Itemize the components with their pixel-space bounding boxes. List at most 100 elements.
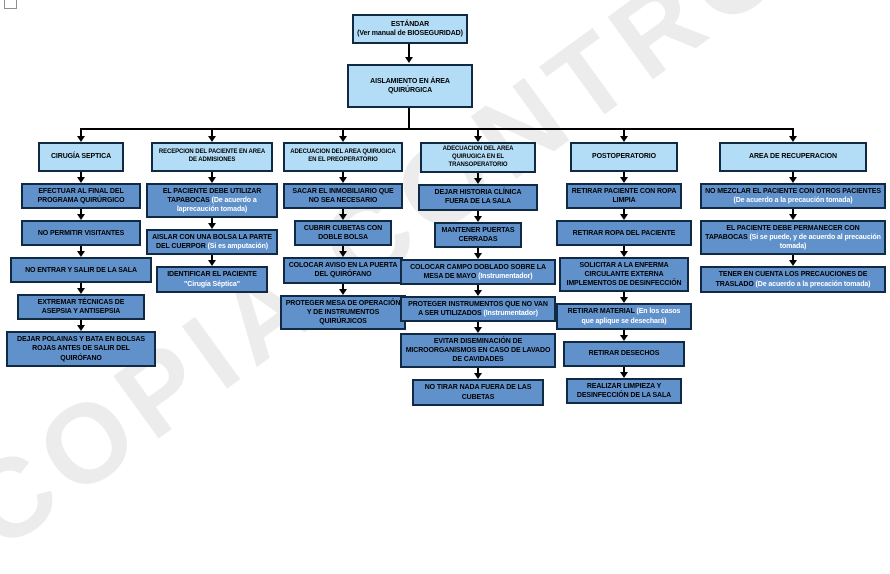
branch-arrowhead-5 (620, 136, 628, 142)
box-title: EL PACIENTE DEBE PERMANECER CON TAPABOCA… (705, 225, 860, 242)
flow-box: DEJAR HISTORIA CLÍNICA FUERA DE LA SALA (417, 184, 539, 211)
flow-box: COLOCAR CAMPO DOBLADO SOBRE LA MESA DE M… (400, 258, 556, 285)
branch-arrowhead-1 (77, 136, 85, 142)
box-note: "Cirugía Séptica" (184, 280, 240, 288)
box-title: NO MEZCLAR EL PACIENTE CON OTROS PACIENT… (705, 188, 881, 195)
flow-box: EL PACIENTE DEBE UTILIZAR TAPABOCAS (De … (146, 183, 278, 219)
arrow-down-icon (556, 209, 692, 221)
flow-box: RETIRAR MATERIAL (En los casos que apliq… (556, 303, 692, 330)
arrow-down-icon (400, 322, 556, 334)
arrow-down-icon (146, 218, 278, 230)
branch-line-6 (792, 128, 794, 137)
column-header: ADECUACION DEL AREA QUIRUGICA EN EL PREO… (283, 142, 403, 172)
branch-arrowhead-3 (339, 136, 347, 142)
arrow-down-icon (6, 172, 156, 183)
box-note: (Instrumentador) (483, 310, 538, 318)
column-preoperatorio: ADECUACION DEL AREA QUIRUGICA EN EL PREO… (280, 142, 406, 330)
box-title: RETIRAR DESECHOS (588, 350, 660, 358)
box-note: (De acuerdo a laprecaución tomada) (176, 197, 257, 214)
box-title: RETIRAR MATERIAL (567, 308, 635, 316)
branch-line-4 (477, 128, 479, 137)
flow-box: CUBRIR CUBETAS CON DOBLE BOLSA (294, 220, 392, 247)
node-estandar-title: ESTÁNDAR (390, 20, 430, 28)
flow-box: COLOCAR AVISO EN LA PUERTA DEL QUIRÓFANO (283, 257, 403, 284)
arrow-down-icon (400, 173, 556, 185)
arrow-down-icon (700, 255, 886, 267)
node-aislamiento-title: AISLAMIENTO EN ÁREA QUIRÚRGICA (370, 77, 450, 94)
branch-arrowhead-4 (474, 136, 482, 142)
box-title: COLOCAR CAMPO DOBLADO SOBRE LA MESA DE M… (410, 263, 546, 280)
connector-root-arrowhead (405, 57, 413, 63)
arrow-down-icon (556, 246, 692, 258)
column-transoperatorio: ADECUACION DEL AREA QUIRUGICA EN EL TRAN… (400, 142, 556, 406)
box-title: DEJAR HISTORIA CLÍNICA FUERA DE LA SALA (434, 189, 522, 206)
flow-box: TENER EN CUENTA LOS PRECAUCIONES DE TRAS… (700, 266, 886, 293)
box-title: SOLICITAR A LA ENFERMA CIRCULANTE EXTERN… (566, 262, 682, 288)
arrow-down-icon (700, 172, 886, 183)
box-note: (Si se puede, y de acuerdo al precaución… (749, 234, 881, 251)
flow-box: EVITAR DISEMINACIÓN DE MICROORGANISMOS E… (400, 333, 556, 369)
box-title: COLOCAR AVISO EN LA PUERTA DEL QUIRÓFANO (288, 262, 398, 279)
node-aislamiento: AISLAMIENTO EN ÁREA QUIRÚRGICA (347, 64, 473, 108)
box-title: NO TIRAR NADA FUERA DE LAS CUBETAS (424, 384, 532, 401)
arrow-down-icon (556, 329, 692, 341)
box-note: (En los casos que aplique se desechará) (581, 308, 681, 325)
box-title: MANTENER PUERTAS CERRADAS (441, 226, 515, 243)
connector-trunk (408, 108, 410, 130)
arrow-down-icon (556, 366, 692, 378)
flow-box: DEJAR POLAINAS Y BATA EN BOLSAS ROJAS AN… (6, 331, 156, 367)
flow-box: NO TIRAR NADA FUERA DE LAS CUBETAS (411, 379, 545, 406)
arrow-down-icon (400, 284, 556, 296)
box-title: SACAR EL INMOBILIARIO QUE NO SEA NECESAR… (292, 188, 394, 205)
flow-box: RETIRAR DESECHOS (562, 340, 686, 367)
arrow-down-icon (146, 255, 278, 267)
arrow-down-icon (400, 210, 556, 222)
box-title: TENER EN CUENTA LOS PRECAUCIONES DE TRAS… (715, 271, 868, 288)
column-header: POSTOPERATORIO (569, 142, 679, 172)
flow-box: AISLAR CON UNA BOLSA LA PARTE DEL CUERPO… (146, 229, 278, 256)
column-postoperatorio: POSTOPERATORIO RETIRAR PACIENTE CON ROPA… (556, 142, 692, 404)
arrow-down-icon (700, 209, 886, 221)
arrow-down-icon (280, 246, 406, 258)
box-title: NO ENTRAR Y SALIR DE LA SALA (25, 266, 137, 274)
arrow-down-icon (146, 172, 278, 183)
connector-root-line (408, 44, 410, 57)
flow-box: EL PACIENTE DEBE PERMANECER CON TAPABOCA… (700, 220, 886, 256)
column-area-recuperacion: AREA DE RECUPERACION NO MEZCLAR EL PACIE… (700, 142, 886, 293)
node-estandar: ESTÁNDAR (Ver manual de BIOSEGURIDAD) (352, 14, 468, 44)
flow-box: NO ENTRAR Y SALIR DE LA SALA (9, 257, 153, 284)
flow-box: PROTEGER INSTRUMENTOS QUE NO VAN A SER U… (400, 295, 556, 323)
box-title: EL PACIENTE DEBE UTILIZAR TAPABOCAS (162, 188, 262, 205)
flow-box: RETIRAR ROPA DEL PACIENTE (556, 220, 692, 247)
box-title: RETIRAR PACIENTE CON ROPA LIMPIA (571, 188, 677, 205)
box-title: DEJAR POLAINAS Y BATA EN BOLSAS ROJAS AN… (17, 336, 145, 362)
branch-arrowhead-6 (789, 136, 797, 142)
box-title: EVITAR DISEMINACIÓN DE MICROORGANISMOS E… (405, 338, 551, 364)
box-title: EXTREMAR TÉCNICAS DE ASEPSIA Y ANTISEPSI… (37, 299, 125, 316)
box-title: RETIRAR ROPA DEL PACIENTE (572, 229, 676, 237)
box-title: NO PERMITIR VISITANTES (37, 229, 125, 237)
arrow-down-icon (400, 247, 556, 259)
box-note: (De acuerdo a la precación tomada) (755, 280, 871, 288)
column-header: CIRUGÍA SEPTICA (38, 142, 124, 172)
box-title: IDENTIFICAR EL PACIENTE (167, 271, 257, 279)
flow-box: NO PERMITIR VISITANTES (21, 220, 141, 247)
box-title: AISLAR CON UNA BOLSA LA PARTE DEL CUERPO… (152, 234, 272, 251)
flow-box: RETIRAR PACIENTE CON ROPA LIMPIA (566, 183, 682, 210)
column-header: ADECUACION DEL AREA QUIRUGICA EN EL TRAN… (420, 142, 536, 174)
flow-box: SOLICITAR A LA ENFERMA CIRCULANTE EXTERN… (559, 257, 689, 293)
column-cirugia-septica: CIRUGÍA SEPTICA EFECTUAR AL FINAL DEL PR… (6, 142, 156, 367)
column-header: AREA DE RECUPERACION (718, 142, 868, 172)
flow-box: NO MEZCLAR EL PACIENTE CON OTROS PACIENT… (700, 183, 886, 210)
page-checkbox[interactable] (4, 0, 17, 9)
box-note: (De acuerdo a la precaución tomada) (733, 197, 853, 205)
branch-line-3 (342, 128, 344, 137)
node-estandar-subtitle: (Ver manual de BIOSEGURIDAD) (357, 30, 463, 37)
box-title: PROTEGER MESA DE OPERACIÓN Y DE INSTRUME… (285, 299, 401, 325)
branch-arrowhead-2 (208, 136, 216, 142)
arrow-down-icon (6, 209, 156, 221)
flow-box: MANTENER PUERTAS CERRADAS (433, 221, 523, 248)
box-title: CUBRIR CUBETAS CON DOBLE BOLSA (303, 225, 383, 242)
arrow-down-icon (280, 172, 406, 183)
branch-line-5 (623, 128, 625, 137)
